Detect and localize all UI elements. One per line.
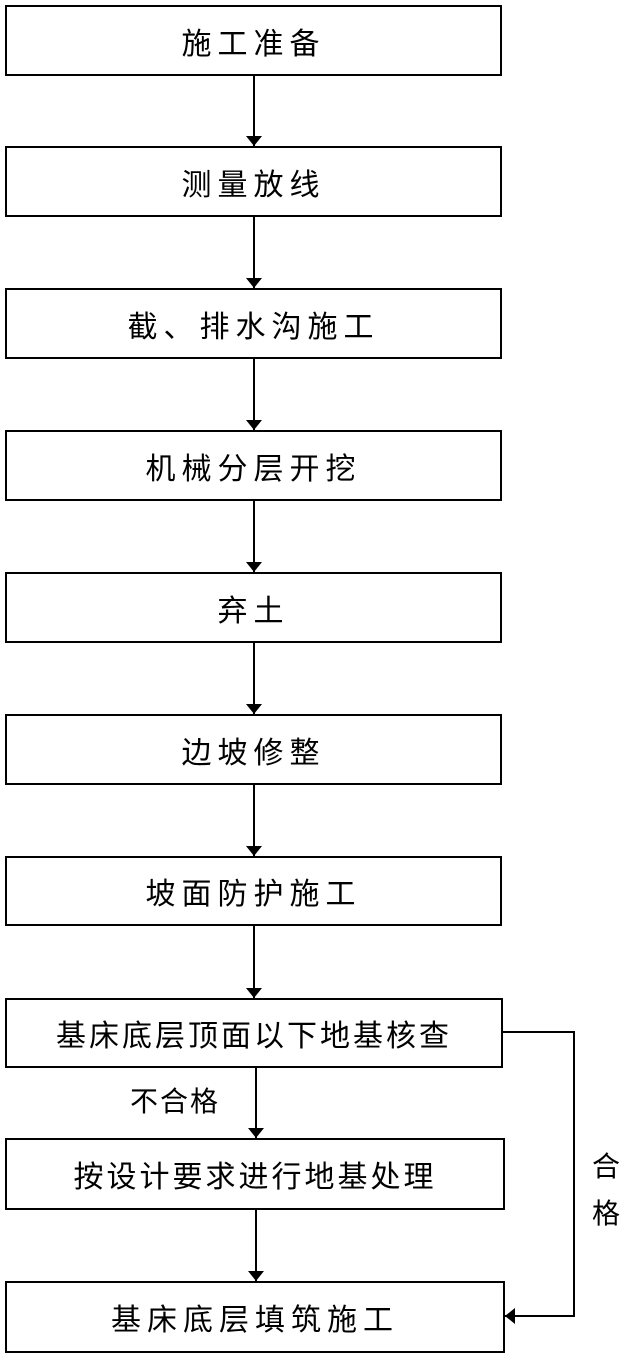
branch-label-pass-2: 格 (592, 1197, 621, 1230)
step-mechanical-excavation: 机械分层开挖 (5, 430, 502, 501)
step-construction-preparation: 施工准备 (5, 5, 502, 76)
branch-label-pass-1: 合 (592, 1150, 621, 1183)
step-spoil-disposal: 弃土 (5, 572, 502, 643)
step-slope-protection: 坡面防护施工 (5, 856, 502, 926)
step-foundation-check: 基床底层顶面以下地基核查 (5, 998, 503, 1068)
step-survey-layout: 测量放线 (5, 146, 502, 217)
branch-label-fail: 不合格 (130, 1085, 221, 1118)
step-drainage-ditch: 截、排水沟施工 (5, 288, 502, 359)
step-slope-trimming: 边坡修整 (5, 714, 502, 785)
step-subgrade-filling: 基床底层填筑施工 (5, 1281, 505, 1353)
step-foundation-treatment: 按设计要求进行地基处理 (5, 1138, 505, 1210)
arrow-8-10-pass (503, 1031, 575, 1324)
